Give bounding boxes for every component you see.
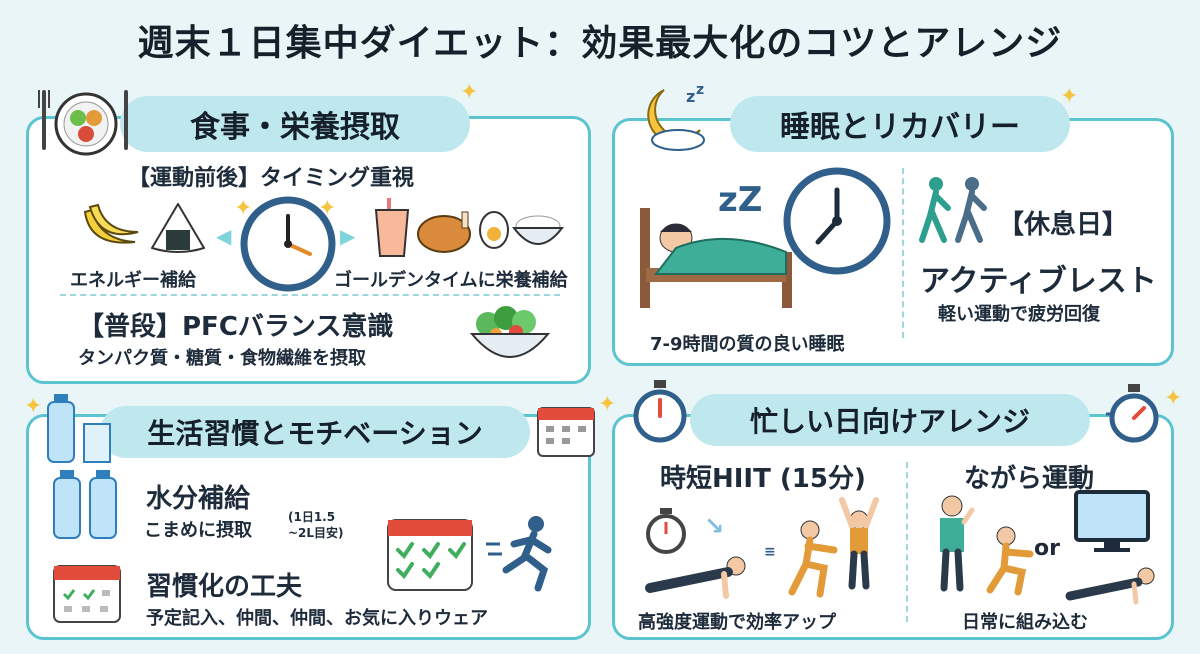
bottle-icon	[47, 394, 111, 463]
rest-day-label: 【休息日】	[998, 210, 1129, 240]
svg-text:z: z	[696, 82, 704, 98]
stopwatch-icon	[646, 508, 686, 554]
water-note-line2: ~2L目安)	[288, 526, 344, 540]
divider	[902, 168, 904, 338]
calendar-icon	[537, 407, 595, 457]
arrow-icon: ↘	[704, 512, 725, 540]
active-rest-detail: 軽い運動で疲労回復	[938, 304, 1100, 325]
habit-detail: 予定記入、仲間、仲間、お気に入りウェア	[146, 608, 488, 629]
drink-icon	[374, 198, 410, 257]
stopwatch-icon	[1106, 384, 1159, 443]
banana-icon	[83, 203, 139, 244]
plate-icon	[38, 90, 128, 156]
moon-icon: z z	[647, 82, 705, 151]
water-label: 水分補給	[146, 484, 251, 514]
walking-people-icon	[919, 177, 987, 243]
hiit-caption: 高強度運動で効率アップ	[638, 612, 836, 633]
salad-icon	[469, 306, 551, 358]
bed-icon	[640, 208, 792, 308]
nagara-caption: 日常に組み込む	[962, 612, 1088, 633]
food-before-caption: エネルギー補給	[70, 270, 196, 291]
food-pfc-detail: タンパク質・糖質・食物繊維を摂取	[78, 348, 366, 369]
hiit-label: 時短HIIT (15分)	[660, 464, 866, 494]
clock-icon	[240, 196, 336, 292]
jump-icon	[839, 497, 879, 590]
sleep-caption: 7-9時間の質の良い睡眠	[650, 334, 845, 355]
pushup-icon	[645, 556, 746, 599]
active-rest-title: アクティブレスト	[920, 264, 1157, 299]
clock-icon	[783, 167, 891, 275]
arrow-left-icon: ◀	[216, 224, 232, 248]
zzz-icon: zZ	[718, 180, 763, 220]
calendar-icon	[53, 565, 121, 623]
stopwatch-icon	[633, 380, 687, 443]
sparkle-icon: ✦	[1060, 84, 1079, 109]
sparkle-icon: ✦	[598, 392, 617, 417]
egg-icon	[479, 211, 509, 249]
food-after-caption: ゴールデンタイムに栄養補給	[334, 270, 568, 291]
page-title: 週末１日集中ダイエット：効果最大化のコツとアレンジ	[137, 23, 1063, 64]
sleep-heading: 睡眠とリカバリー	[730, 96, 1070, 152]
speed-lines-icon: ≡	[764, 544, 776, 560]
toothbrush-person-icon	[940, 495, 975, 592]
water-note-line1: (1日1.5	[288, 510, 336, 524]
calendar-icon	[387, 519, 473, 591]
divider	[906, 462, 908, 622]
busy-heading: 忙しい日向けアレンジ	[690, 394, 1090, 446]
squat-icon	[788, 520, 838, 598]
nagara-label: ながら運動	[964, 464, 1095, 494]
bottle-icon	[53, 470, 117, 539]
tv-icon	[1074, 490, 1150, 552]
runner-icon	[486, 516, 552, 592]
food-pfc-label: 【普段】PFCバランス意識	[78, 312, 394, 342]
sparkle-icon: ✦	[234, 196, 253, 221]
chicken-icon	[417, 211, 471, 253]
sparkle-icon: ✦	[460, 80, 479, 105]
rice-icon	[511, 215, 565, 245]
squat-icon	[986, 526, 1034, 596]
sparkle-icon: ✦	[318, 196, 337, 221]
divider	[60, 294, 560, 296]
habits-heading: 生活習慣とモチベーション	[100, 406, 530, 458]
onigiri-icon	[151, 203, 205, 253]
habit-label: 習慣化の工夫	[146, 572, 303, 602]
svg-text:z: z	[686, 87, 695, 106]
water-detail: こまめに摂取	[144, 520, 252, 541]
sparkle-icon: ✦	[24, 394, 43, 419]
food-heading: 食事・栄養摂取	[120, 96, 470, 152]
pushup-icon	[1065, 567, 1155, 605]
food-timing-label: 【運動前後】タイミング重視	[128, 166, 415, 191]
arrow-right-icon: ▶	[340, 224, 356, 248]
sparkle-icon: ✦	[1164, 386, 1183, 411]
or-text: or	[1034, 536, 1060, 561]
